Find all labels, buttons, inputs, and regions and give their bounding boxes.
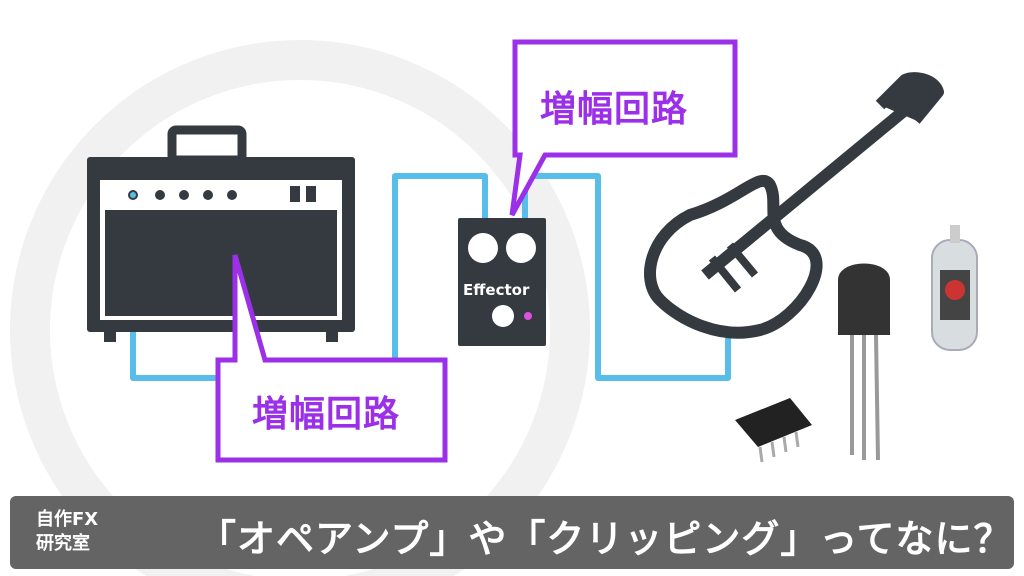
vacuum-tube-icon	[931, 225, 978, 351]
watermark-guitar	[10, 40, 590, 576]
footer-bar: 自作FX 研究室 「オペアンプ」や「クリッピング」ってなに？	[10, 496, 1014, 569]
logo-line1: 自作FX	[36, 509, 99, 530]
pedal-label: Effector	[463, 281, 530, 299]
guitar-icon	[644, 72, 944, 339]
logo-line2: 研究室	[36, 533, 90, 554]
opamp-chip-icon	[735, 398, 812, 463]
transistor-icon	[838, 263, 890, 461]
effector-pedal	[458, 218, 546, 346]
callout-pedal-label: 増幅回路	[540, 89, 689, 130]
callouts	[215, 39, 738, 463]
channel-logo: 自作FX 研究室	[36, 508, 98, 556]
callout-amp-label: 増幅回路	[252, 394, 401, 435]
video-title: 「オペアンプ」や「クリッピング」ってなに？	[198, 517, 1013, 561]
amplifier-icon	[87, 125, 355, 342]
